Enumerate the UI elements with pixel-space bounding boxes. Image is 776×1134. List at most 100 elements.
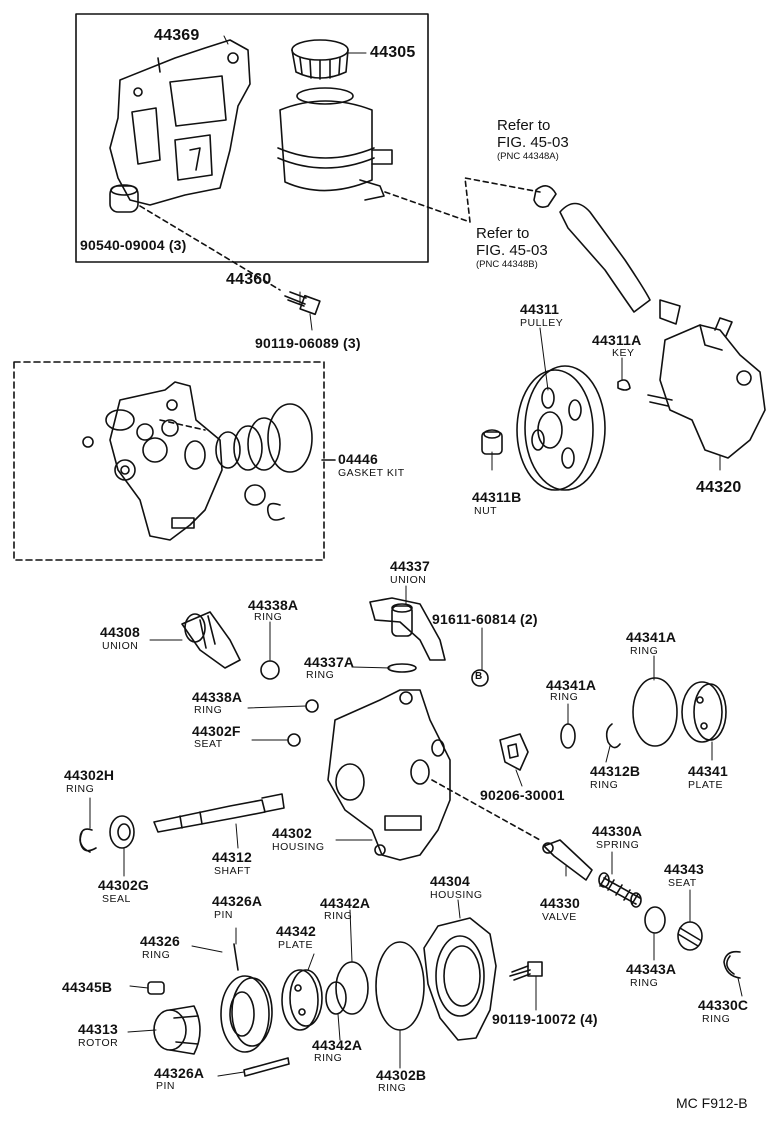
part-label: 44312 — [212, 849, 252, 865]
part-label: 44369 — [154, 27, 200, 44]
ring-44341A-large — [632, 677, 678, 747]
part-name: RING — [378, 1082, 407, 1094]
ring-44341A-small — [560, 723, 576, 749]
part-name: RING — [630, 977, 659, 989]
part-label: 44330C — [698, 997, 749, 1013]
grommet-90540 — [109, 184, 139, 213]
diagram-code: MC F912-B — [676, 1095, 748, 1111]
pin-44326A-upper — [233, 943, 239, 971]
part-label: 44360 — [226, 271, 272, 288]
callout-b-circle — [471, 669, 489, 687]
oring-44337A — [387, 663, 417, 673]
part-name: SEAL — [102, 893, 131, 905]
bolt-90119-06089 — [284, 291, 321, 316]
part-label: 44308 — [100, 624, 140, 640]
part-label: 44341 — [688, 763, 728, 779]
seal-44302G — [109, 815, 135, 849]
part-label: 44337A — [304, 654, 355, 670]
part-name: UNION — [102, 640, 139, 652]
part-label: 44320 — [696, 479, 742, 496]
part-name: RING — [550, 691, 579, 703]
pulley-44311 — [516, 365, 606, 491]
part-label: 90119-06089 (3) — [255, 335, 361, 351]
part-label: 44341A — [626, 629, 677, 645]
part-label: 44330A — [592, 823, 643, 839]
part-label: 90540-09004 (3) — [80, 237, 187, 253]
pin-44345B — [147, 981, 165, 995]
gasket-kit-parts — [82, 381, 336, 541]
part-label: 44338A — [248, 597, 299, 613]
bracket-44369 — [109, 39, 251, 206]
shaft-44312 — [153, 793, 285, 833]
part-name: VALVE — [542, 911, 577, 923]
part-name: RING — [254, 611, 283, 623]
part-name: HOUSING — [272, 841, 325, 853]
ring-44338A-lower — [305, 699, 319, 713]
part-label: 44311 — [520, 301, 560, 317]
ring-44330C — [723, 950, 741, 979]
ring-44342A-lower — [325, 981, 347, 1015]
part-name: PLATE — [278, 939, 313, 951]
part-label: 44342A — [320, 895, 371, 911]
ref-b-line1: Refer to — [476, 225, 530, 242]
part-name: SPRING — [596, 839, 640, 851]
ring-44312B — [605, 723, 621, 749]
part-label: 44343A — [626, 961, 677, 977]
ring-44342A-upper — [335, 961, 369, 1015]
part-label: 44326A — [154, 1065, 205, 1081]
part-label: 90119-10072 (4) — [492, 1011, 598, 1027]
part-label: 04446 — [338, 451, 378, 467]
valve-44330 — [542, 839, 593, 881]
housing-44304 — [423, 917, 497, 1041]
part-name: RING — [66, 783, 95, 795]
pin-44326A-lower — [243, 1057, 290, 1077]
housing-44302 — [327, 689, 451, 861]
part-name: GASKET KIT — [338, 467, 405, 479]
part-name: RING — [142, 949, 171, 961]
part-label: 44337 — [390, 558, 430, 574]
leader-lines — [89, 35, 743, 1077]
part-name: SHAFT — [214, 865, 251, 877]
key-44311A — [617, 379, 631, 391]
part-label: 44302H — [64, 767, 115, 783]
gasket-kit-frame — [13, 361, 325, 561]
part-name: KEY — [612, 347, 635, 359]
part-name: RING — [194, 704, 223, 716]
spring-44330A — [598, 872, 642, 908]
ref-a-line2: FIG. 45-03 — [497, 134, 569, 151]
plate-44342 — [281, 969, 323, 1031]
ref-b-line3: (PNC 44348B) — [476, 259, 538, 270]
part-name: ROTOR — [78, 1037, 119, 1049]
part-label: 44345B — [62, 979, 113, 995]
part-label: 44311A — [592, 332, 642, 348]
part-name: RING — [630, 645, 659, 657]
part-name: PIN — [214, 909, 234, 921]
ring-44343A — [644, 906, 666, 934]
rotor-44313 — [153, 1005, 201, 1055]
part-name: PIN — [156, 1080, 176, 1092]
union-bracket-44337 — [369, 597, 446, 661]
callout-b-letter: B — [475, 671, 483, 682]
nut-44311B — [481, 429, 503, 455]
part-name: RING — [702, 1013, 731, 1025]
pump-assembly-44320 — [647, 317, 766, 459]
reservoir-tank — [277, 87, 393, 201]
part-label: 44326 — [140, 933, 180, 949]
bracket-90206 — [499, 733, 529, 771]
ring-44302B — [375, 941, 425, 1031]
part-name: NUT — [474, 505, 498, 517]
part-label: 44302B — [376, 1067, 427, 1083]
part-label: 90206-30001 — [480, 787, 565, 803]
bolt-90119-10072 — [509, 961, 543, 981]
ref-a-line3: (PNC 44348A) — [497, 151, 559, 162]
seat-44343 — [677, 921, 703, 951]
part-name: RING — [324, 910, 353, 922]
part-label: 44304 — [430, 873, 470, 889]
part-name: UNION — [390, 574, 427, 586]
ring-44302H — [79, 828, 97, 853]
reservoir-group-frame — [75, 13, 429, 263]
part-label: 44326A — [212, 893, 263, 909]
part-label: 44338A — [192, 689, 243, 705]
part-label: 44342 — [276, 923, 316, 939]
